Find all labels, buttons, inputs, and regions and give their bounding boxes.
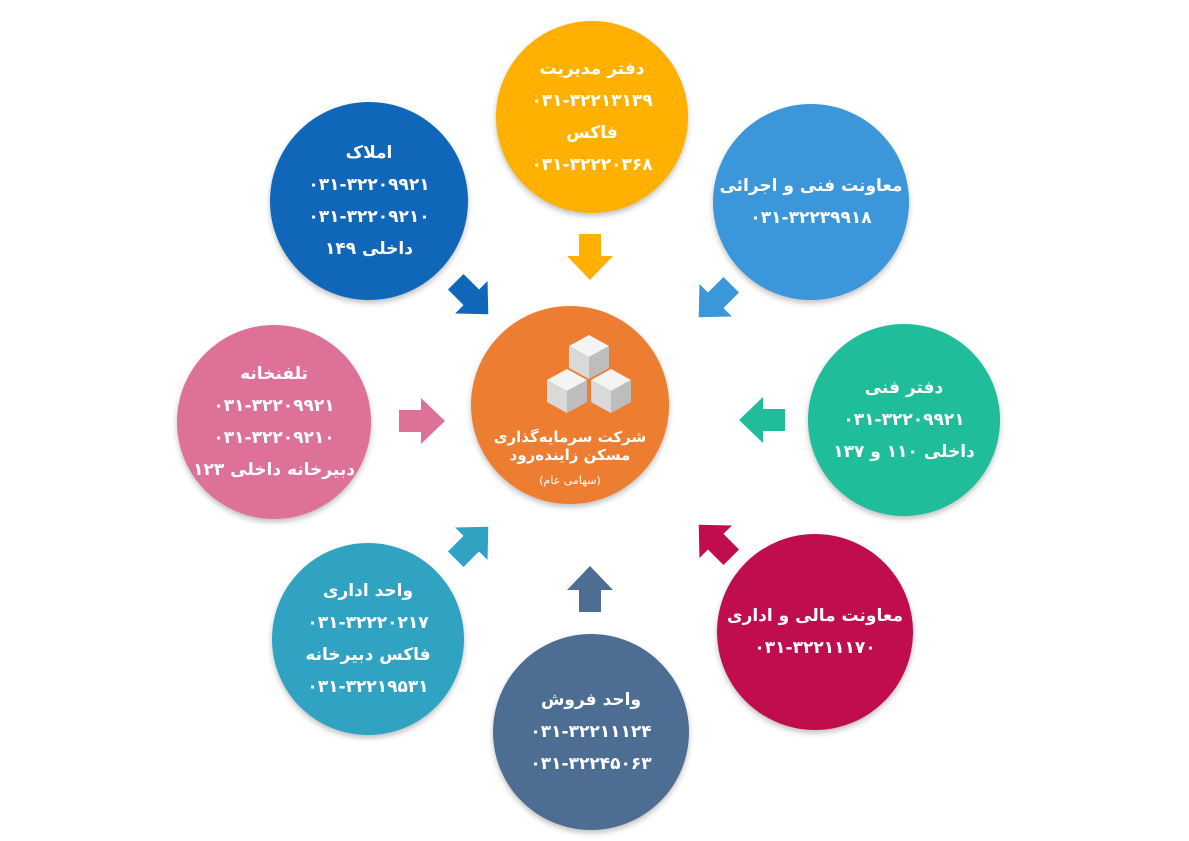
node-line: ۰۳۱-۳۲۲۴۵۰۶۳ bbox=[530, 754, 652, 774]
company-name-line2: مسکن زاینده‌رود bbox=[509, 446, 631, 464]
node-line: ۰۳۱-۳۲۲۰۹۲۱۰ bbox=[308, 207, 430, 227]
node-technical-office: دفتر فنی ۰۳۱-۳۲۲۰۹۹۲۱ داخلی ۱۱۰ و ۱۳۷ bbox=[808, 324, 1000, 516]
arrow-icon bbox=[737, 395, 787, 445]
node-line: معاونت مالی و اداری bbox=[726, 606, 903, 626]
node-line: داخلی ۱۴۹ bbox=[324, 239, 413, 259]
arrow-icon bbox=[680, 266, 751, 337]
node-management-office: دفتر مدیریت ۰۳۱-۳۲۲۱۳۱۳۹ فاکس ۰۳۱-۳۲۲۲۰۳… bbox=[496, 21, 688, 213]
node-line: دفتر فنی bbox=[864, 378, 944, 398]
node-financial-deputy: معاونت مالی و اداری ۰۳۱-۳۲۲۱۱۱۷۰ bbox=[717, 534, 913, 730]
node-switchboard: تلفنخانه ۰۳۱-۳۲۲۰۹۹۲۱ ۰۳۱-۳۲۲۰۹۲۱۰ دبیرخ… bbox=[177, 325, 371, 519]
arrow-icon bbox=[437, 508, 508, 579]
arrow-icon bbox=[680, 506, 751, 577]
node-line: ۰۳۱-۳۲۲۱۹۵۳۱ bbox=[307, 677, 429, 697]
node-line: ۰۳۱-۳۲۲۱۳۱۳۹ bbox=[531, 91, 653, 111]
node-line: دبیرخانه داخلی ۱۲۳ bbox=[193, 460, 355, 480]
node-line: ۰۳۱-۳۲۲۰۹۹۲۱ bbox=[213, 396, 335, 416]
node-line: واحد اداری bbox=[322, 581, 414, 601]
node-line: ۰۳۱-۳۲۲۳۹۹۱۸ bbox=[750, 208, 872, 228]
arrow-icon bbox=[397, 396, 447, 446]
node-line: داخلی ۱۱۰ و ۱۳۷ bbox=[833, 442, 975, 462]
node-line: فاکس دبیرخانه bbox=[305, 645, 431, 665]
node-line: واحد فروش bbox=[540, 690, 642, 710]
cubes-logo-icon bbox=[543, 333, 635, 423]
node-admin-unit: واحد اداری ۰۳۱-۳۲۲۲۰۲۱۷ فاکس دبیرخانه ۰۳… bbox=[272, 543, 464, 735]
node-line: ۰۳۱-۳۲۲۱۱۱۷۰ bbox=[754, 638, 876, 658]
node-line: ۰۳۱-۳۲۲۱۱۱۲۴ bbox=[530, 722, 652, 742]
node-line: ۰۳۱-۳۲۲۲۰۳۶۸ bbox=[531, 155, 653, 175]
arrow-icon bbox=[565, 232, 615, 282]
node-line: ۰۳۱-۳۲۲۲۰۲۱۷ bbox=[307, 613, 429, 633]
node-line: ۰۳۱-۳۲۲۰۹۲۱۰ bbox=[213, 428, 335, 448]
company-name: شرکت سرمایه‌گذاری مسکن زاینده‌رود bbox=[480, 428, 660, 464]
node-line: معاونت فنی و اجرائی bbox=[719, 176, 903, 196]
arrow-icon bbox=[565, 564, 615, 614]
node-line: فاکس bbox=[566, 123, 618, 143]
node-line: ۰۳۱-۳۲۲۰۹۹۲۱ bbox=[843, 410, 965, 430]
node-line: دفتر مدیریت bbox=[539, 59, 645, 79]
node-properties: املاک ۰۳۱-۳۲۲۰۹۹۲۱ ۰۳۱-۳۲۲۰۹۲۱۰ داخلی ۱۴… bbox=[270, 102, 468, 300]
arrow-icon bbox=[437, 263, 508, 334]
node-line: املاک bbox=[345, 143, 393, 163]
node-line: ۰۳۱-۳۲۲۰۹۹۲۱ bbox=[308, 175, 430, 195]
company-type: (سهامی عام) bbox=[539, 474, 601, 487]
node-line: تلفنخانه bbox=[240, 364, 308, 384]
node-sales-unit: واحد فروش ۰۳۱-۳۲۲۱۱۱۲۴ ۰۳۱-۳۲۲۴۵۰۶۳ bbox=[493, 634, 689, 830]
node-technical-deputy: معاونت فنی و اجرائی ۰۳۱-۳۲۲۳۹۹۱۸ bbox=[713, 104, 909, 300]
company-name-line1: شرکت سرمایه‌گذاری bbox=[493, 428, 647, 446]
